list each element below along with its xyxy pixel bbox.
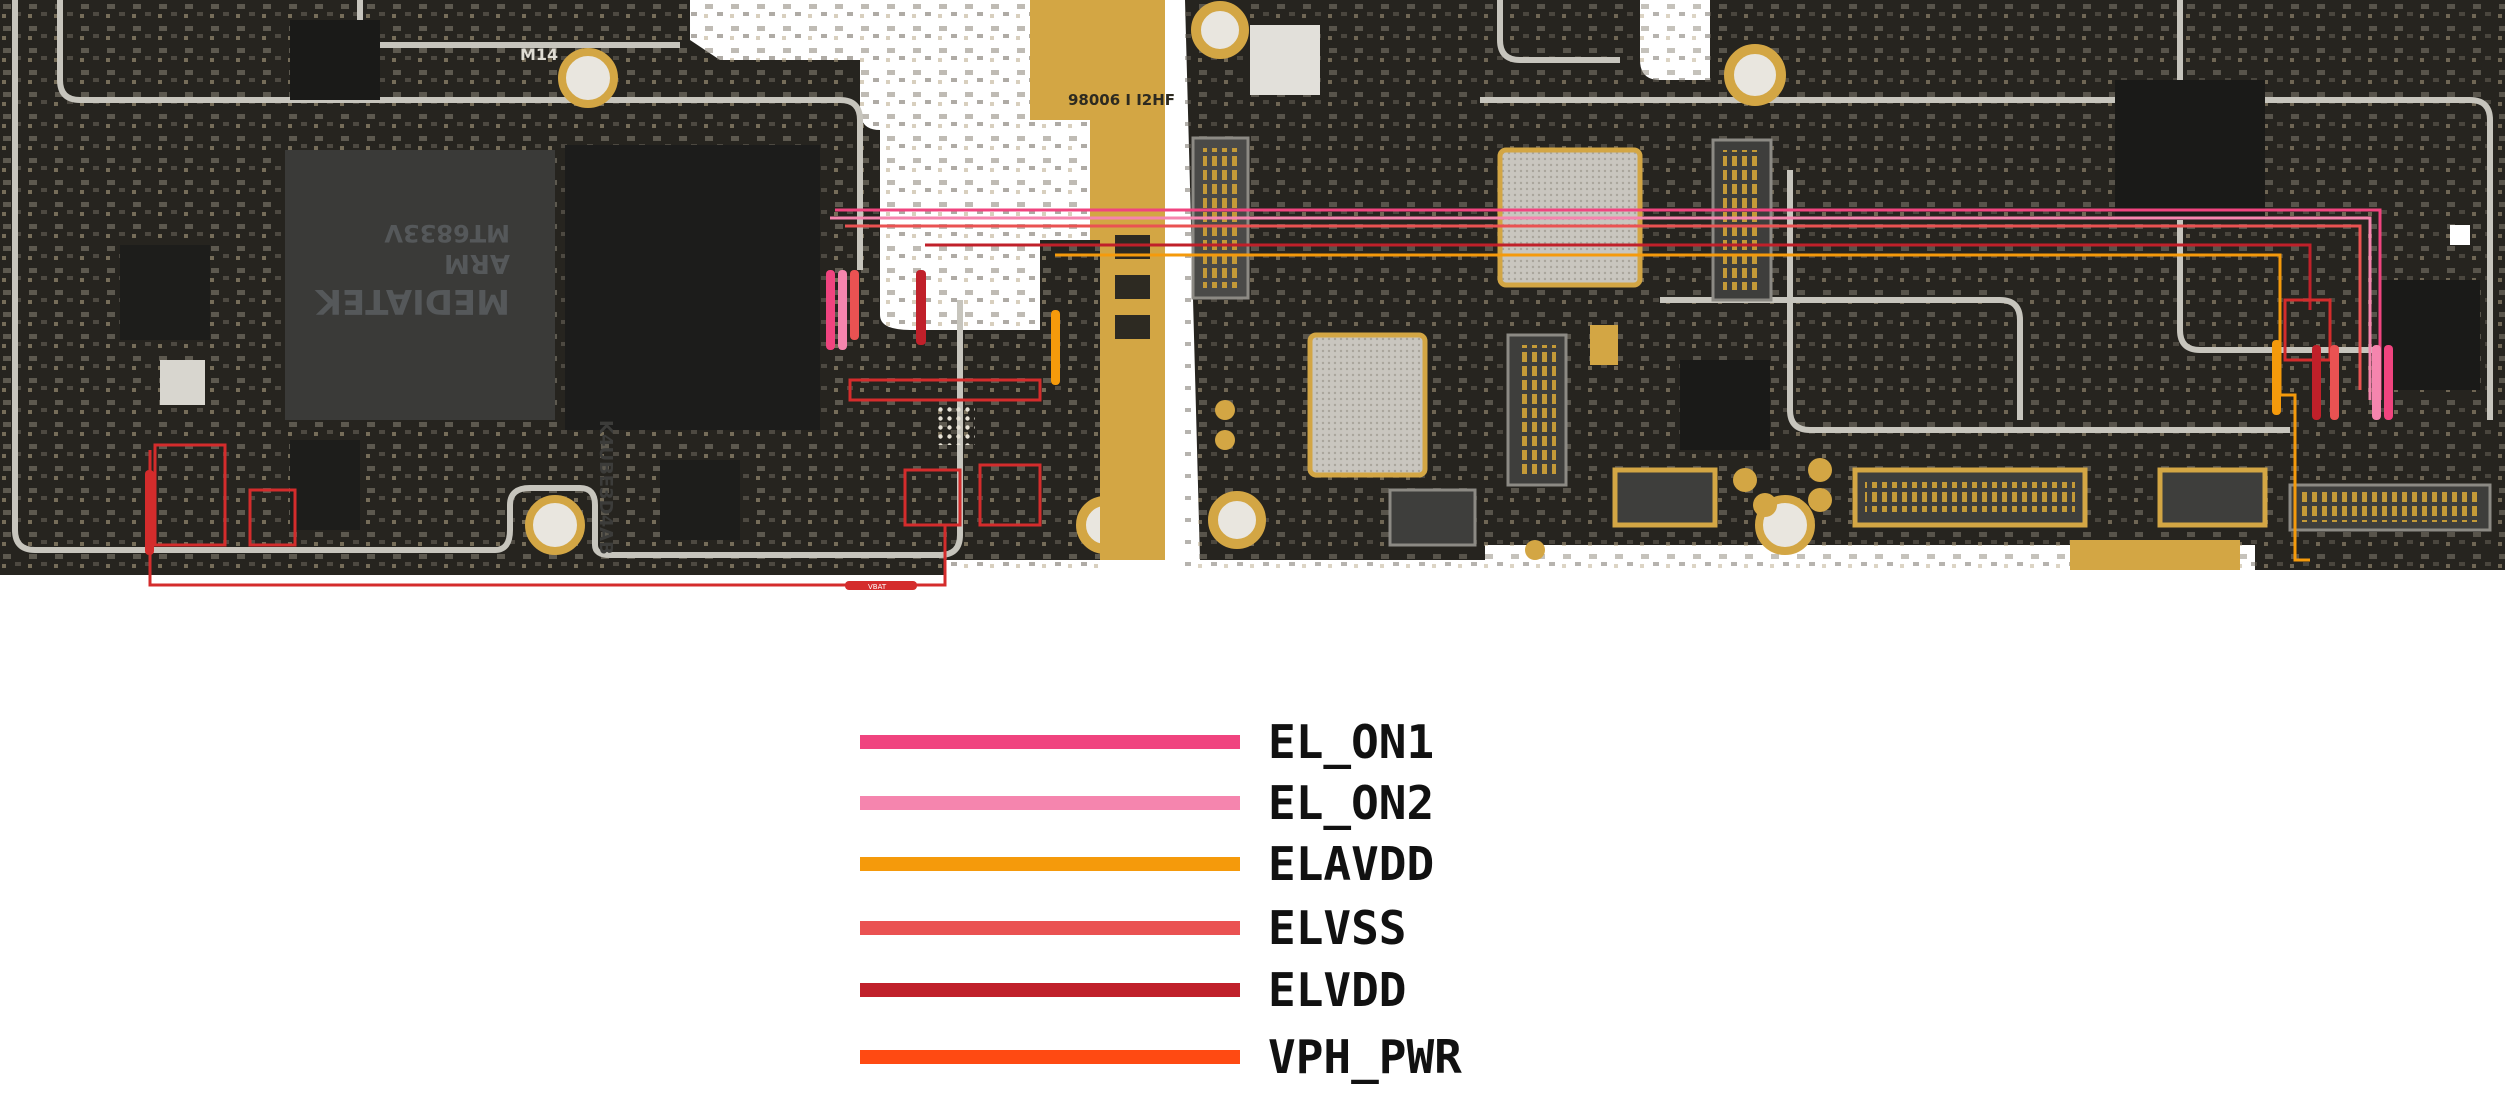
- legend-swatch-vph-pwr: [860, 1050, 1240, 1064]
- legend-swatch-elavdd: [860, 857, 1240, 871]
- memory-chip: [565, 145, 820, 430]
- left-board: MEDIATEK ARM MT6833V K4UBE3D4AB M14 9800…: [0, 0, 1175, 575]
- left-shield-trace: [12, 0, 963, 558]
- legend-label-elvdd: ELVDD: [1268, 963, 1406, 1017]
- right-shield-trace: [1480, 0, 2493, 433]
- svg-text:MEDIATEK: MEDIATEK: [314, 281, 510, 321]
- svg-text:K4UBE3D4AB: K4UBE3D4AB: [595, 420, 616, 555]
- legend-label-el-on2: EL_ON2: [1268, 776, 1434, 830]
- silkscreen-m14: M14: [520, 45, 558, 64]
- legend-label-el-on1: EL_ON1: [1268, 715, 1434, 769]
- board-connector-5: [1612, 467, 1718, 528]
- trace-elvdd: [925, 243, 2312, 310]
- legend-label-elavdd: ELAVDD: [1268, 837, 1434, 891]
- legend-swatch-elvss: [860, 921, 1240, 935]
- board-connector-6: [2157, 467, 2268, 528]
- flex-tab: [1030, 0, 1165, 560]
- svg-text:ARM: ARM: [444, 248, 510, 278]
- legend-swatch-el-on2: [860, 796, 1240, 810]
- trace-overlay: [148, 208, 2382, 587]
- legend-label-elvss: ELVSS: [1268, 901, 1406, 955]
- trace-el-on1: [835, 208, 2382, 400]
- trace-markers: VBAT: [145, 270, 2393, 591]
- right-shield-can-2: [1307, 332, 1428, 478]
- flex-tab-label: 98006 I I2HF: [1068, 91, 1175, 109]
- trace-elavdd: [1055, 253, 2310, 562]
- soc-chip: [285, 150, 555, 420]
- legend-label-vph-pwr: VPH_PWR: [1268, 1030, 1462, 1084]
- trace-el-on2: [830, 216, 2372, 400]
- soc-marking: MEDIATEK ARM MT6833V: [314, 219, 510, 321]
- svg-text:MT6833V: MT6833V: [384, 219, 510, 247]
- signal-label-vbat: VBAT: [868, 583, 887, 591]
- trace-elvss: [845, 224, 2362, 390]
- legend-swatch-elvdd: [860, 983, 1240, 997]
- legend-swatch-el-on1: [860, 735, 1240, 749]
- right-board: [1185, 0, 2505, 570]
